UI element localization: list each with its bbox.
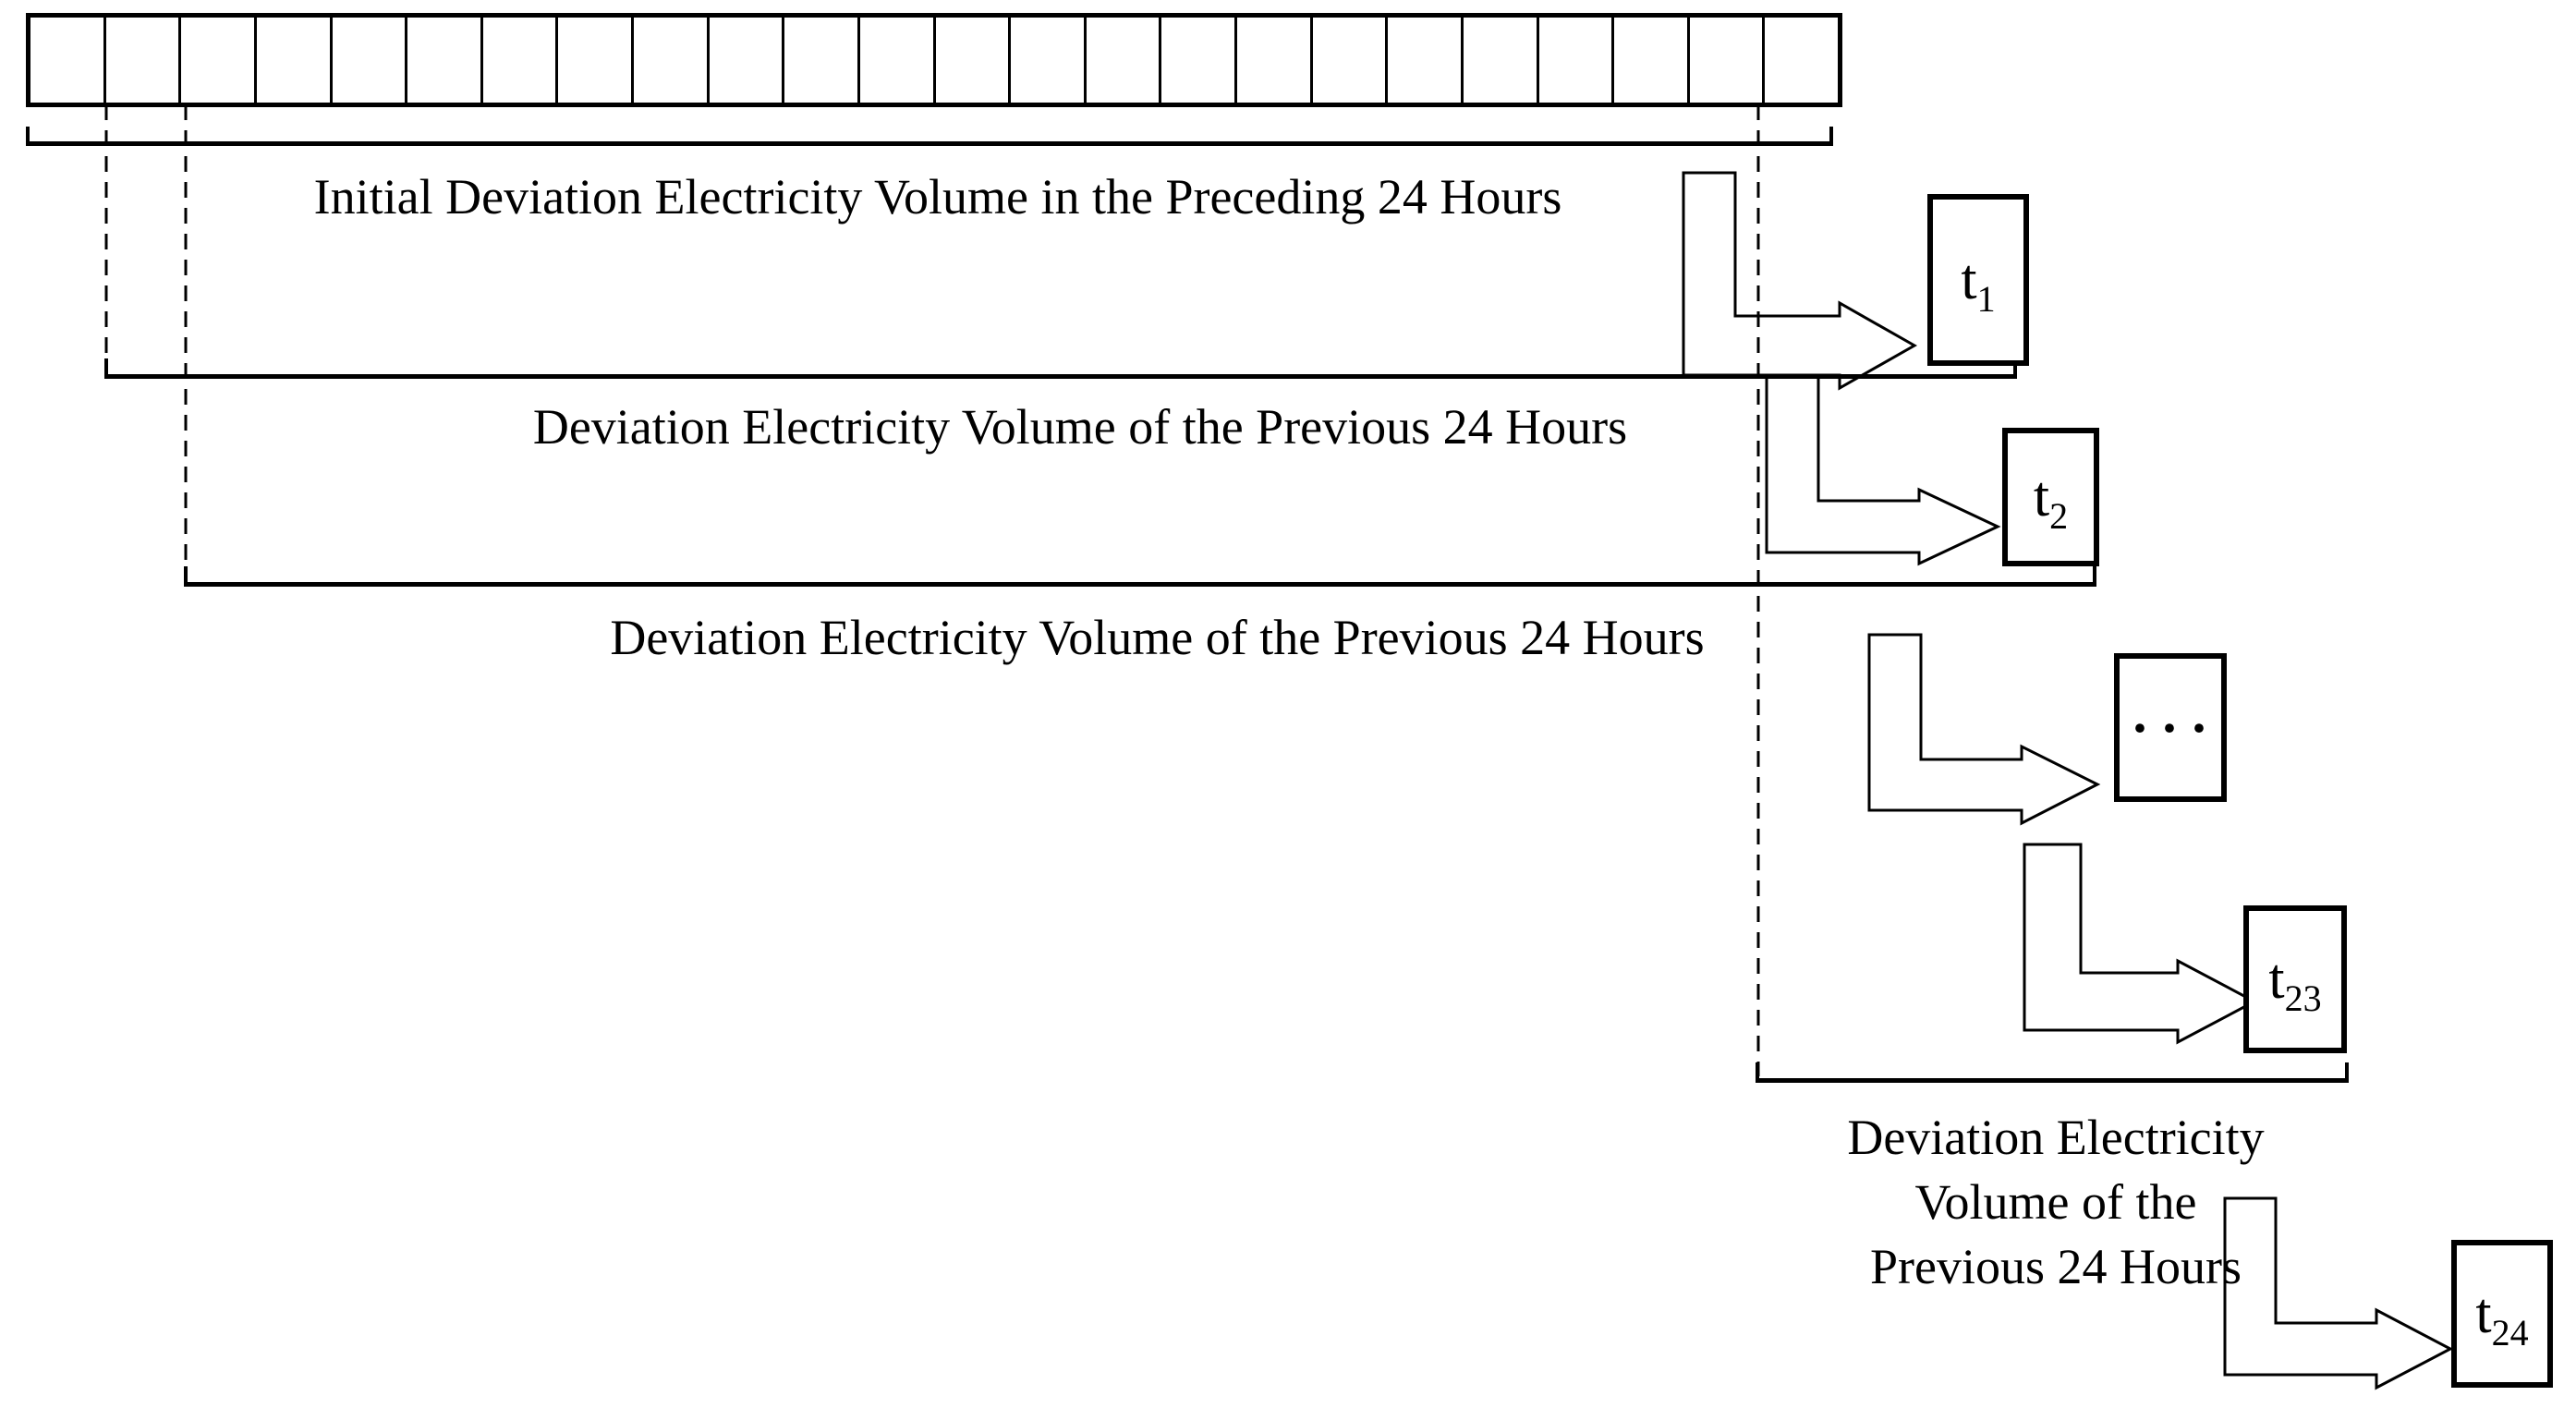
hour-cell [1313,18,1389,103]
hour-cells-row [26,13,1842,107]
ellipsis-box: ··· [2114,653,2227,802]
elbow-arrow-1 [1682,171,1918,391]
window-bracket-1 [26,127,1833,146]
hour-cell [860,18,936,103]
hour-cell [1388,18,1464,103]
window4-label-line3: Previous 24 Hours [1870,1239,2242,1294]
t2-box: t2 [2002,428,2099,566]
hour-cell [106,18,182,103]
hour-cell [1161,18,1237,103]
window1-label: Initial Deviation Electricity Volume in … [313,169,1562,225]
hour-cell [558,18,634,103]
t24-label: t24 [2475,1282,2529,1353]
hour-cell [936,18,1012,103]
hour-cell [1539,18,1615,103]
hour-cell [483,18,559,103]
elbow-arrow-4 [2023,843,2258,1045]
window4-label-line1: Deviation Electricity [1847,1110,2265,1165]
t1-box: t1 [1927,194,2029,366]
t23-box: t23 [2243,905,2347,1053]
hour-cell [634,18,710,103]
hour-cell [30,18,106,103]
hour-cell [1464,18,1539,103]
hour-cell [407,18,483,103]
t2-label: t2 [2033,466,2069,537]
hour-cell [784,18,860,103]
hour-cell [1011,18,1087,103]
hour-cell [181,18,257,103]
window3-label: Deviation Electricity Volume of the Prev… [610,610,1705,665]
hour-cell [257,18,333,103]
hour-cell [710,18,785,103]
t1-label: t1 [1961,249,1996,320]
hour-cell [1690,18,1766,103]
hour-cell [1087,18,1162,103]
ellipsis-label: ··· [2130,697,2220,759]
t24-box: t24 [2451,1240,2553,1388]
window4-label-line2: Volume of the [1914,1174,2197,1230]
window4-label: Deviation Electricity Volume of the Prev… [1788,1105,2324,1299]
window2-label: Deviation Electricity Volume of the Prev… [532,399,1628,455]
elbow-arrow-3 [1867,633,2101,826]
hour-cell [1237,18,1313,103]
t23-label: t23 [2268,948,2322,1019]
hour-cell [1614,18,1690,103]
hour-cell [333,18,408,103]
elbow-arrow-5 [2223,1196,2454,1390]
elbow-arrow-2 [1765,375,2001,566]
